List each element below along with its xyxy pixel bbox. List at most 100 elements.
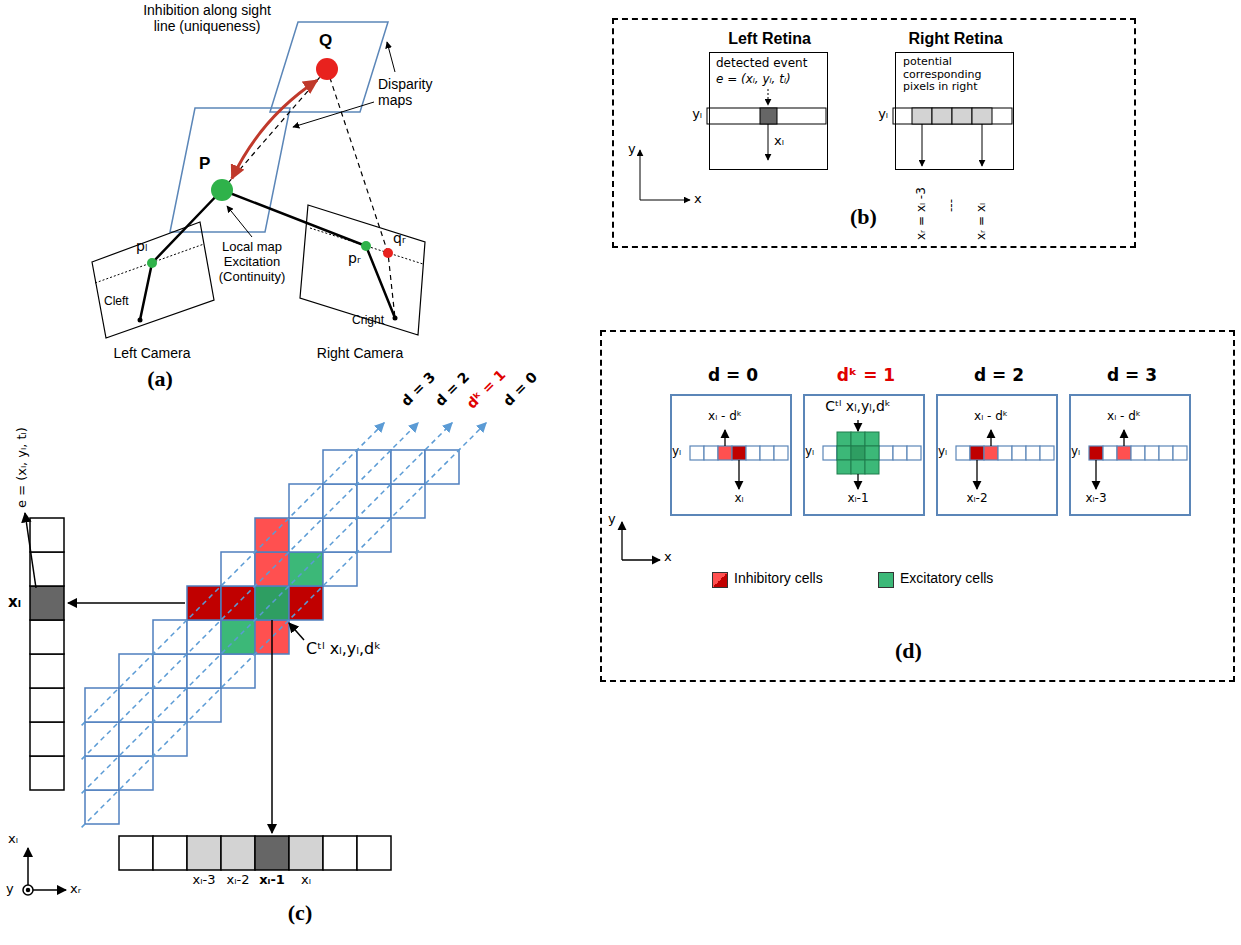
- stereo-geometry: [310, 228, 423, 264]
- map-arrows: [622, 420, 1124, 560]
- map-arrows: [622, 559, 660, 560]
- stereo-geometry: [270, 22, 388, 112]
- retina-drawing: [952, 108, 972, 124]
- map-arrows: [1095, 460, 1096, 489]
- retina-text: Left Retina: [728, 30, 811, 48]
- retina-drawing: [982, 124, 983, 166]
- grid-arrows: [23, 513, 304, 895]
- diagram-label: yₗ: [692, 107, 702, 122]
- left-pixel-cell: [30, 620, 64, 654]
- map-row-cell: [879, 446, 893, 460]
- stereo-geometry: [383, 248, 393, 258]
- stereo-geometry: [300, 205, 425, 335]
- diagram-label: xₗ - dᵏ: [1107, 410, 1141, 424]
- map-row-cell: [984, 446, 998, 460]
- excitatory-cell: [837, 446, 851, 460]
- right-pixel-cell: [221, 836, 255, 870]
- map-row-cell: [1089, 446, 1103, 460]
- panel-box: (b)Left Retinadetected evente = (xₗ, yₗ,…: [612, 18, 1136, 248]
- diagram-label: pₗ: [136, 238, 147, 254]
- diagram-label: yₗ: [805, 445, 814, 459]
- retina-text: Right Retina: [908, 30, 1002, 48]
- diagram-label: y: [628, 142, 636, 157]
- map-row-cell: [1012, 446, 1026, 460]
- retina-drawing: [912, 108, 932, 124]
- map-row-cell: [760, 446, 774, 460]
- point-label: P: [199, 154, 210, 174]
- diagram-label: Local map Excitation (Continuity): [202, 240, 302, 285]
- map-row-cell: [1173, 446, 1187, 460]
- diagram-label: xₗ - dᵏ: [974, 410, 1008, 424]
- inhibition-arrow: [232, 80, 317, 178]
- diagram-label: y: [608, 512, 616, 527]
- map-heading: d = 2: [974, 366, 1024, 386]
- retina-text: potential corresponding pixels in right: [903, 56, 1007, 94]
- map-row-cell: [774, 446, 788, 460]
- right-pixel-cell: [323, 836, 357, 870]
- map-arrows: [738, 460, 739, 489]
- right-pixel-cell: [357, 836, 391, 870]
- excitatory-cell: [851, 446, 865, 460]
- map-row-cell: [732, 446, 746, 460]
- map-row-cell: [1159, 446, 1173, 460]
- panel-box: (d)d = 0dᵏ = 1d = 2d = 3: [600, 330, 1235, 682]
- left-pixel-cell: [30, 654, 64, 688]
- grid-arrows: [289, 623, 304, 640]
- diagram-label: Cᵗˡ xₗ,yₗ,dᵏ: [306, 640, 381, 658]
- stereo-geometry: [140, 190, 222, 320]
- diagram-label: d = 3: [398, 369, 439, 410]
- grid-arrows: [23, 885, 33, 895]
- map-row-cell: [956, 446, 970, 460]
- map-arrows: [724, 430, 725, 446]
- stereo-geometry: [393, 316, 398, 321]
- point-node: Q: [316, 58, 338, 80]
- retina-drawing: [922, 124, 923, 166]
- diagram-label: xₗ: [8, 594, 21, 611]
- retina-drawing: [932, 108, 952, 124]
- map-row-cell: [690, 446, 704, 460]
- right-pixel-cell: [187, 836, 221, 870]
- map-arrows: [976, 460, 977, 489]
- diagram-label: Left Camera: [113, 345, 190, 361]
- retina-drawing: [707, 108, 826, 124]
- stereo-geometry: [361, 241, 371, 251]
- diagram-label: Cleft: [104, 295, 129, 309]
- diagram-label: Cᵗˡ xₗ,yₗ,dᵏ: [825, 398, 891, 414]
- map-row-cell: [1117, 446, 1131, 460]
- map-arrows: [990, 430, 991, 446]
- stereo-geometry: [147, 258, 157, 268]
- diagram-label: xₗ: [774, 134, 784, 149]
- grid-arrows: [27, 889, 30, 892]
- diagram-label: xₗ - dᵏ: [708, 410, 742, 424]
- diagram-label: xₗ-1: [259, 873, 285, 888]
- diagram-label: xₗ-1: [847, 492, 868, 506]
- left-pixel-cell: [30, 586, 64, 620]
- excitatory-cell: [837, 460, 851, 474]
- diagram-label: x: [664, 550, 672, 565]
- retina-text: e = (xₗ, yₗ, tₗ): [716, 73, 791, 87]
- diagram-label: y: [6, 882, 14, 897]
- map-row-cell: [998, 446, 1012, 460]
- map-row-cell: [718, 446, 732, 460]
- map-heading: d = 3: [1107, 366, 1157, 386]
- map-row-cell: [746, 446, 760, 460]
- left-pixel-cell: [30, 518, 64, 552]
- diagram-label: yₗ: [878, 107, 888, 122]
- diagram-label: yₗ: [938, 445, 947, 459]
- retina-drawing: [640, 89, 1012, 200]
- map-row-cell: [823, 446, 837, 460]
- retina-drawing: [768, 89, 769, 105]
- diagram-label: xₗ-2: [966, 492, 987, 506]
- map-heading: dᵏ = 1: [837, 366, 895, 386]
- map-arrows: [621, 522, 622, 560]
- diagram-label: Cright: [352, 314, 384, 328]
- right-pixel-cell: [153, 836, 187, 870]
- map-arrows: [857, 420, 858, 431]
- panel-label: (b): [850, 204, 877, 229]
- grid-arrows: [271, 620, 273, 833]
- grid-arrows: [27, 848, 29, 890]
- excitatory-cell: [865, 460, 879, 474]
